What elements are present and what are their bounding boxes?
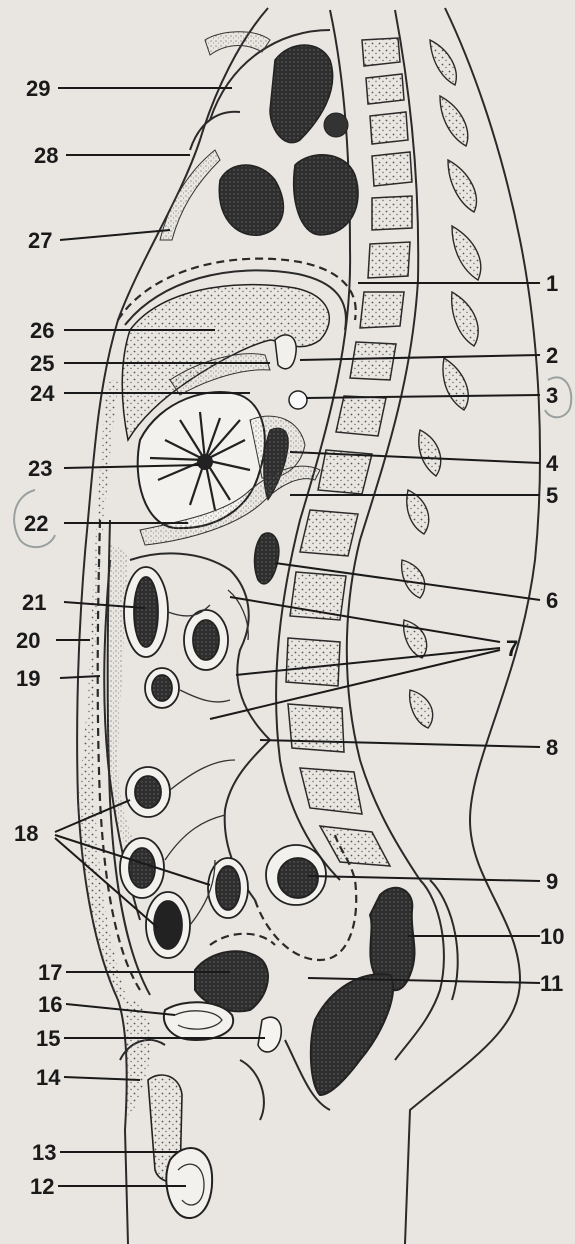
label-3: 3 xyxy=(546,383,558,408)
rectum-region xyxy=(311,880,458,1095)
label-16: 16 xyxy=(38,992,62,1017)
label-7: 7 xyxy=(506,636,518,661)
thorax-region xyxy=(160,30,358,240)
label-2: 2 xyxy=(546,343,558,368)
label-1: 1 xyxy=(546,271,558,296)
label-20: 20 xyxy=(16,628,40,653)
label-15: 15 xyxy=(36,1026,60,1051)
label-22: 22 xyxy=(24,511,48,536)
pelvic-region xyxy=(118,934,330,1218)
vertebral-column xyxy=(276,10,481,880)
label-17: 17 xyxy=(38,960,62,985)
label-13: 13 xyxy=(32,1140,56,1165)
label-21: 21 xyxy=(22,590,46,615)
label-8: 8 xyxy=(546,735,558,760)
label-18: 18 xyxy=(14,821,38,846)
label-12: 12 xyxy=(30,1174,54,1199)
label-14: 14 xyxy=(36,1065,61,1090)
label-25: 25 xyxy=(30,351,54,376)
label-23: 23 xyxy=(28,456,52,481)
label-6: 6 xyxy=(546,588,558,613)
label-29: 29 xyxy=(26,76,50,101)
label-9: 9 xyxy=(546,869,558,894)
label-19: 19 xyxy=(16,666,40,691)
label-4: 4 xyxy=(546,451,559,476)
label-28: 28 xyxy=(34,143,58,168)
label-27: 27 xyxy=(28,228,52,253)
label-11: 11 xyxy=(540,971,563,996)
label-26: 26 xyxy=(30,318,54,343)
label-24: 24 xyxy=(30,381,55,406)
label-10: 10 xyxy=(540,924,564,949)
label-5: 5 xyxy=(546,483,558,508)
